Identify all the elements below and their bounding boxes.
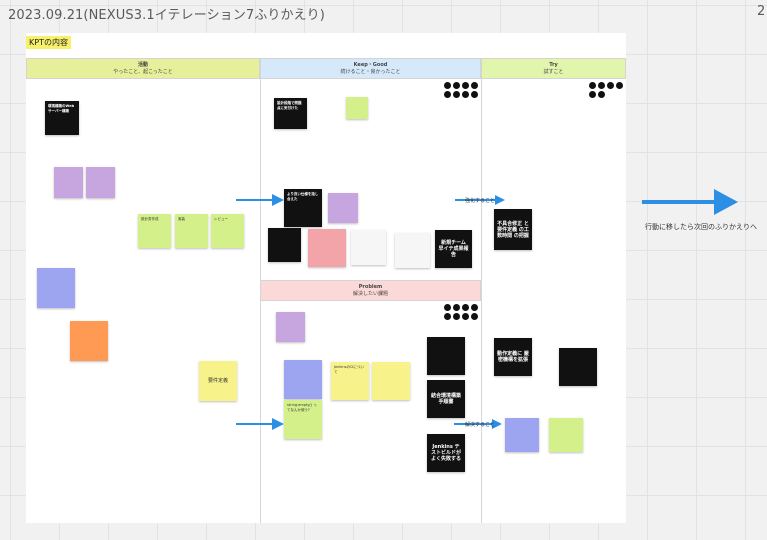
sticky-note[interactable]: 実装 [175, 214, 208, 248]
sticky-note[interactable]: 環境構築のWebサーバー構築 [45, 101, 79, 135]
sticky-note[interactable]: 結合環境構築 手順書 [427, 380, 465, 418]
sticky-note[interactable] [54, 167, 83, 198]
arrow-label[interactable]: 強化すること [465, 198, 496, 204]
sticky-note[interactable]: 不具合修正 と要件定義 の工数時間 の把握 [494, 209, 532, 250]
sticky-note[interactable] [268, 228, 301, 262]
sticky-note[interactable] [346, 97, 368, 119]
sticky-note[interactable]: 設計書作成 [138, 214, 171, 248]
sticky-note[interactable] [427, 337, 465, 375]
sticky-note[interactable] [549, 418, 583, 452]
arrow-right-icon[interactable] [236, 418, 284, 430]
next-board-title: 2 [757, 4, 766, 19]
board-title: 2023.09.21(NEXUS3.1イテレーション7ふりかえり) [8, 8, 325, 23]
column-divider [481, 79, 482, 523]
vote-dots-problem [444, 304, 478, 320]
vote-dots-try [589, 82, 623, 98]
sticky-note[interactable] [559, 348, 597, 386]
arrow-right-icon[interactable] [642, 189, 738, 215]
column-subtitle-done: やったこと、起こったこと [113, 69, 173, 75]
sticky-note[interactable] [308, 229, 346, 267]
sticky-note[interactable]: より良い仕様を話し合えた [284, 189, 322, 227]
sticky-note[interactable] [395, 233, 430, 268]
sticky-note[interactable] [86, 167, 115, 198]
column-divider [260, 79, 261, 523]
column-header-try[interactable]: Try 試すこと [481, 58, 626, 79]
sticky-note[interactable] [505, 418, 539, 452]
sticky-note[interactable] [276, 312, 305, 342]
sticky-note[interactable] [70, 321, 108, 361]
column-title-done: 活動 [137, 62, 148, 68]
sticky-note[interactable] [372, 362, 410, 400]
sticky-note[interactable] [37, 268, 75, 308]
column-header-done[interactable]: 活動 やったこと、起こったこと [26, 58, 260, 79]
column-title-problem: Problem [358, 284, 383, 290]
column-subtitle-keep: 続けること・良かったこと [340, 69, 401, 75]
column-subtitle-try: 試すこと [543, 69, 564, 75]
next-step-label[interactable]: 行動に移したら次回のふりかえりへ [645, 223, 757, 231]
sticky-note[interactable]: 設計段階で問題点に気付けた [274, 98, 307, 129]
row-divider [260, 280, 481, 281]
sticky-note[interactable]: Jenkins テストビルドが よく失敗する [427, 434, 465, 472]
arrow-right-icon[interactable] [454, 419, 502, 429]
column-title-keep: Keep・Good [353, 62, 388, 68]
sticky-note[interactable] [328, 193, 358, 223]
sticky-note[interactable] [284, 360, 322, 399]
sticky-note[interactable]: string.empty() ってなんか使う? [284, 400, 322, 439]
arrow-right-icon[interactable] [236, 194, 284, 206]
column-title-try: Try [549, 62, 558, 68]
sticky-note[interactable]: JenkinsのCIについて [331, 362, 369, 400]
sticky-note[interactable] [351, 230, 386, 265]
column-header-problem[interactable]: Problem 解決したい課題 [260, 280, 481, 301]
sticky-note[interactable]: 要件定義 [199, 361, 237, 401]
column-subtitle-problem: 解決したい課題 [352, 291, 388, 297]
vote-dots-keep [444, 82, 478, 98]
sticky-note[interactable]: 新規チーム 早イテ成果報告 [435, 230, 472, 268]
kpt-frame-label[interactable]: KPTの内容 [26, 36, 71, 49]
sticky-note[interactable]: 動作定義に 厳密機構を拡張 [494, 338, 532, 376]
arrow-label[interactable]: 解決すること [465, 422, 496, 428]
arrow-right-icon[interactable] [455, 195, 505, 205]
sticky-note[interactable]: レビュー [211, 214, 244, 248]
column-header-keep[interactable]: Keep・Good 続けること・良かったこと [260, 58, 481, 79]
